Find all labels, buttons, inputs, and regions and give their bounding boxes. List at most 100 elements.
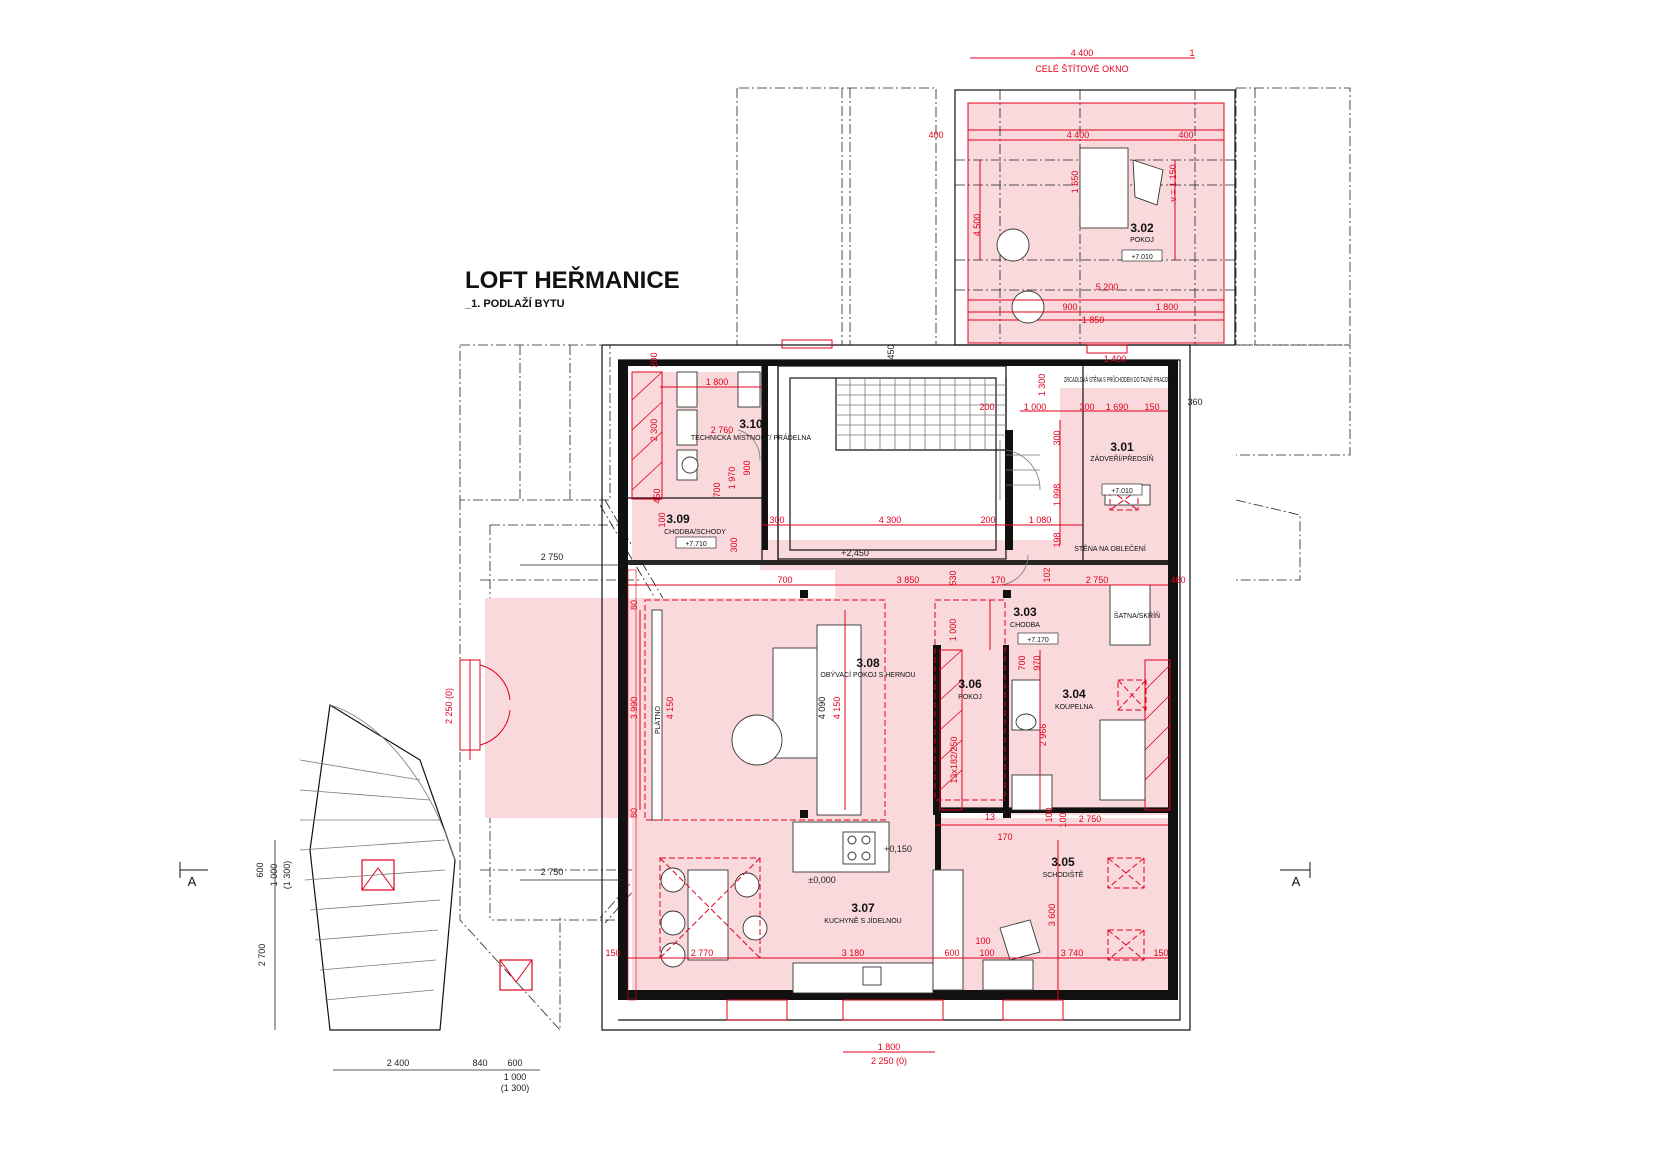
dim-303-700: 700 (1017, 655, 1027, 670)
dim-310-1800: 1 800 (706, 377, 729, 387)
main-stairs (777, 365, 1040, 560)
dim-308-530: 530 (948, 570, 958, 585)
dim-306-2750: 2 750 (1079, 814, 1102, 824)
room-3-02-level: +7.010 (1131, 254, 1153, 261)
dim-scale-600: 600 (507, 1058, 522, 1068)
project-title: LOFT HEŘMANICE (465, 266, 680, 294)
furniture (651, 371, 1151, 994)
dim-301-300b: 300 (1052, 430, 1062, 445)
dimension-lines (274, 57, 1224, 1071)
dim-left-1000: 1 000 (269, 864, 279, 887)
dim-stair-1300: 1 300 (1037, 374, 1047, 397)
mirror-wall-note: ZRCADLOVÁ STĚNA S PRŮCHODEM DO TAJNÉ PRA… (1064, 375, 1176, 384)
dim-307-100: 100 (975, 936, 990, 946)
dim-302-height: 4 500 (972, 214, 982, 237)
dim-stair-200: 200 (980, 515, 995, 525)
room-3-09-name: CHODBA/SCHODY (664, 529, 726, 536)
room-3-08-number: 3.08 (856, 656, 880, 670)
dim-307-600: 600 (944, 948, 959, 958)
room-3-04-number: 3.04 (1062, 687, 1086, 701)
dim-stair-200b: 200 (979, 402, 994, 412)
clothes-wall-note: STĚNA NA OBLEČENÍ (1074, 544, 1146, 553)
dim-308-100: 100 (1044, 807, 1054, 822)
room-3-02-outline (954, 89, 1236, 346)
room-3-06-name: SCHODIŠTĚ (1043, 870, 1084, 879)
dim-bottom-1800: 1 800 (878, 1042, 901, 1052)
dim-306-100: 100 (979, 948, 994, 958)
room-3-05-number: 3.06 (958, 677, 982, 691)
dim-306-3740: 3 740 (1061, 948, 1084, 958)
gable-window-label: CELÉ ŠTÍTOVÉ OKNO (1035, 64, 1128, 74)
dim-302-h: 1 650 (1070, 171, 1080, 194)
dim-310-2300: 2 300 (649, 419, 659, 442)
dim-302-1850: 1 850 (1082, 315, 1105, 325)
dim-310-900: 900 (742, 460, 752, 475)
dim-scale-1300: (1 300) (501, 1083, 530, 1093)
room-3-01-number: 3.01 (1110, 440, 1134, 454)
dim-309-300a: 300 (769, 515, 784, 525)
dim-360: 360 (1187, 397, 1202, 407)
dim-307-3180: 3 180 (842, 948, 865, 958)
dim-scale-2400: 2 400 (387, 1058, 410, 1068)
dim-306-3600: 3 600 (1047, 904, 1057, 927)
room-3-10-number: 3.10 (739, 417, 763, 431)
dim-310-200: 200 (649, 352, 659, 367)
level-marks: +2,450 +0,150 ±0,000 (808, 548, 912, 885)
dim-308-1000: 1 000 (948, 619, 958, 642)
red-dimension-texts: 4 400 1 400 4 400 400 4 500 v = 1 150 1 … (444, 48, 1195, 1066)
dim-302-right: 400 (1178, 130, 1193, 140)
dim-303-2750: 2 750 (1086, 575, 1109, 585)
dim-308-3990: 3 990 (629, 697, 639, 720)
room-3-03-level: +7.170 (1027, 637, 1049, 644)
room-3-09-level: +7.710 (685, 541, 707, 548)
room-3-07-name: KUCHYNĚ S JÍDELNOU (824, 916, 901, 925)
dim-450: 450 (886, 344, 896, 359)
dim-306-170: 170 (997, 832, 1012, 842)
screen-note: PLÁTNO (653, 705, 662, 734)
dim-roof-2750-top: 2 750 (541, 552, 564, 562)
dim-306-150: 150 (1153, 948, 1168, 958)
dim-303-460: 460 (1170, 575, 1185, 585)
stairs-note: 13x182/250 (949, 736, 959, 783)
dim-305-13: 13 (985, 812, 995, 822)
room-3-05-name: POKOJ (958, 694, 982, 701)
dim-302-w: 5 200 (1096, 282, 1119, 292)
room-3-01-name: ZÁDVEŘÍ/PŘEDSÍŇ (1090, 454, 1153, 463)
dim-310-2760: 2 760 (711, 425, 734, 435)
dim-scale-1000: 1 000 (504, 1072, 527, 1082)
dim-309-100: 100 (657, 512, 667, 527)
dim-308-4150: 4 150 (665, 697, 675, 720)
dim-window-2250-left: 2 250 (0) (444, 688, 454, 724)
room-labels: 3.02 POKOJ +7.010 3.01 ZÁDVEŘÍ/PŘEDSÍŇ +… (664, 221, 1163, 925)
dim-stair-4300: 4 300 (879, 515, 902, 525)
dim-301-102: 102 (1042, 567, 1052, 582)
dim-309-450: 450 (652, 488, 662, 503)
dim-301-300: 300 (1079, 402, 1094, 412)
dim-302-1800: 1 800 (1156, 302, 1179, 312)
dim-302-left: 400 (928, 130, 943, 140)
dim-gable-top: 4 400 (1071, 48, 1094, 58)
section-marker-right: A (1292, 874, 1301, 889)
dim-310-700: 700 (712, 482, 722, 497)
dim-308-170: 170 (990, 575, 1005, 585)
dim-308-700: 700 (777, 575, 792, 585)
dim-304-2966: 2 966 (1038, 724, 1048, 747)
spiral-stair (299, 704, 456, 1031)
dim-308-80b: 80 (629, 808, 639, 818)
room-3-06-number: 3.05 (1051, 855, 1075, 869)
level-stair-landing: +2,450 (841, 548, 869, 558)
dim-stair-1000: 1 000 (1024, 402, 1047, 412)
dim-309-300b: 300 (729, 537, 739, 552)
room-3-09-number: 3.09 (666, 512, 690, 526)
dim-301-1080: 1 080 (1029, 515, 1052, 525)
dim-308-80a: 80 (629, 600, 639, 610)
dim-301-150: 150 (1144, 402, 1159, 412)
dim-scale-840: 840 (472, 1058, 487, 1068)
black-dimension-texts: 2 750 2 750 360 450 4 090 2 400 840 600 … (255, 344, 1203, 1093)
dim-301-1400: 1 400 (1104, 354, 1127, 364)
dim-304-100: 100 (1058, 812, 1068, 827)
project-subtitle: _1. PODLAŽÍ BYTU (464, 297, 565, 310)
room-3-03-number: 3.03 (1013, 605, 1037, 619)
room-3-02-number: 3.02 (1130, 221, 1154, 235)
